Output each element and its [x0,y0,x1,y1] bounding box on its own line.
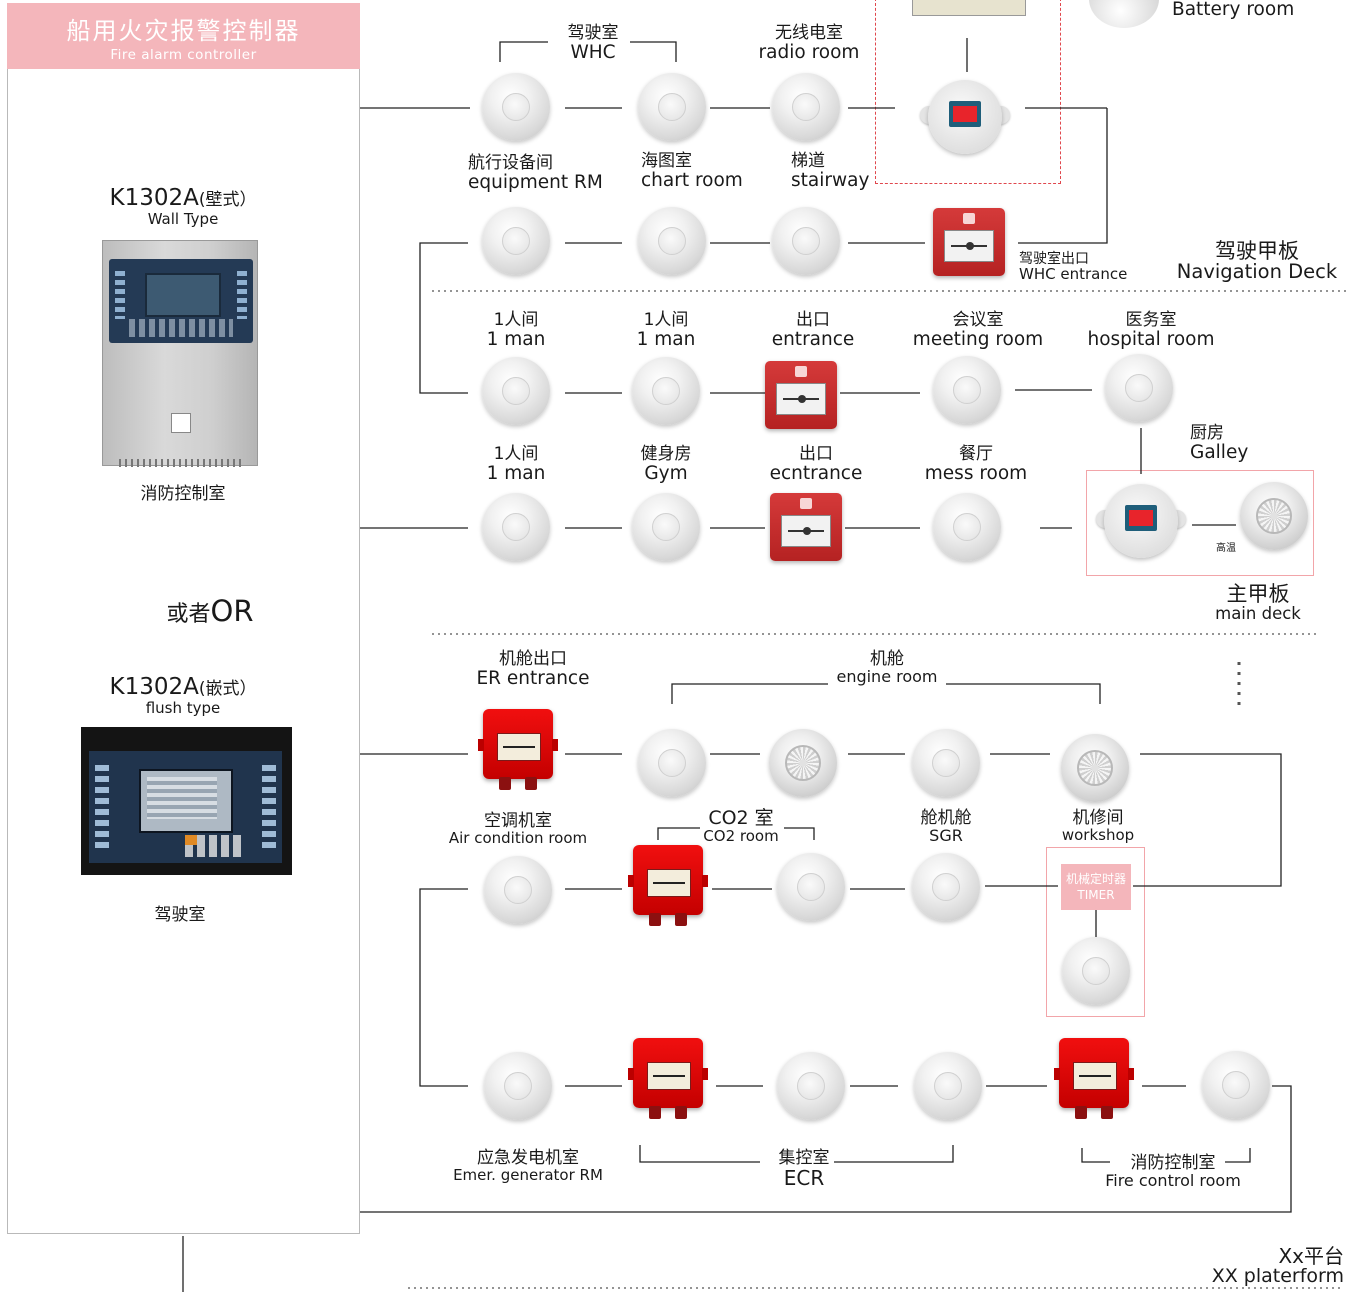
smoke-detector-chart [638,207,706,275]
smoke-detector-man1 [482,357,550,425]
smoke-detector-gym [632,493,700,561]
smoke-detector-stair [772,207,840,275]
heat-detector-galley [1240,482,1308,550]
timer-outline [1046,847,1145,1017]
title-cn: 船用火灾报警控制器 [66,17,301,45]
call-point-er-exit [478,709,558,791]
timer-label: 机械定时器 TIMER [1061,864,1131,910]
call-point-fire-control [1054,1038,1134,1120]
wall-controller-heading: K1302A(壁式） Wall Type [60,186,306,228]
smoke-detector-fire-control [1202,1051,1270,1119]
smoke-detector-radio [772,73,840,141]
smoke-detector-co2 [777,853,845,921]
bridge-zone-outline [875,0,1061,184]
flush-location: 驾驶室 [154,905,206,925]
smoke-detector-hospital [1105,354,1173,422]
call-point-ecr [628,1038,708,1120]
smoke-detector-whc-1 [482,73,550,141]
flush-controller-image [81,727,292,875]
flush-model-suffix: (嵌式） [198,679,257,699]
wall-type: Wall Type [147,210,219,229]
wall-controller-image [102,240,258,467]
zone-battery-label: Battery room [1172,0,1295,20]
smoke-detector-whc-2 [638,73,706,141]
call-point-exit2 [770,493,842,561]
smoke-detector-meeting [933,356,1001,424]
smoke-detector-sgr [912,853,980,921]
smoke-detector-workshop [1062,937,1130,1005]
wall-model: K1302A [109,185,199,211]
or-label: 或者OR [166,594,254,628]
smoke-detector-ecr-1 [777,1052,845,1120]
title-banner: 船用火灾报警控制器 Fire alarm controller [7,3,360,69]
galley-heat-label: 高温 [1216,543,1236,554]
call-point-whc-exit [933,208,1005,276]
flush-controller-heading: K1302A(嵌式） flush type [60,675,306,717]
heat-detector-engine [769,729,837,797]
smoke-detector-engine-2 [912,729,980,797]
galley-outline [1086,470,1314,576]
wall-location: 消防控制室 [140,484,226,504]
call-point-co2 [628,845,708,927]
smoke-detector-aircon [484,856,552,924]
smoke-detector-man2 [632,357,700,425]
controller-panel [7,3,360,1234]
smoke-detector-mess [933,493,1001,561]
call-point-exit1 [765,361,837,429]
smoke-detector-emer [484,1052,552,1120]
wall-model-suffix: (壁式） [198,190,257,210]
heat-detector-workshop [1061,734,1129,802]
smoke-detector-ecr-2 [914,1052,982,1120]
alarm-bell-bridge [918,76,1012,160]
smoke-detector-engine-1 [638,729,706,797]
smoke-detector-man3 [482,493,550,561]
bridge-panel-image [912,0,1026,16]
alarm-bell-galley [1094,480,1188,564]
smoke-detector-equip [482,207,550,275]
flush-model: K1302A [109,674,199,700]
flush-type: flush type [145,699,221,718]
title-en: Fire alarm controller [110,47,257,63]
